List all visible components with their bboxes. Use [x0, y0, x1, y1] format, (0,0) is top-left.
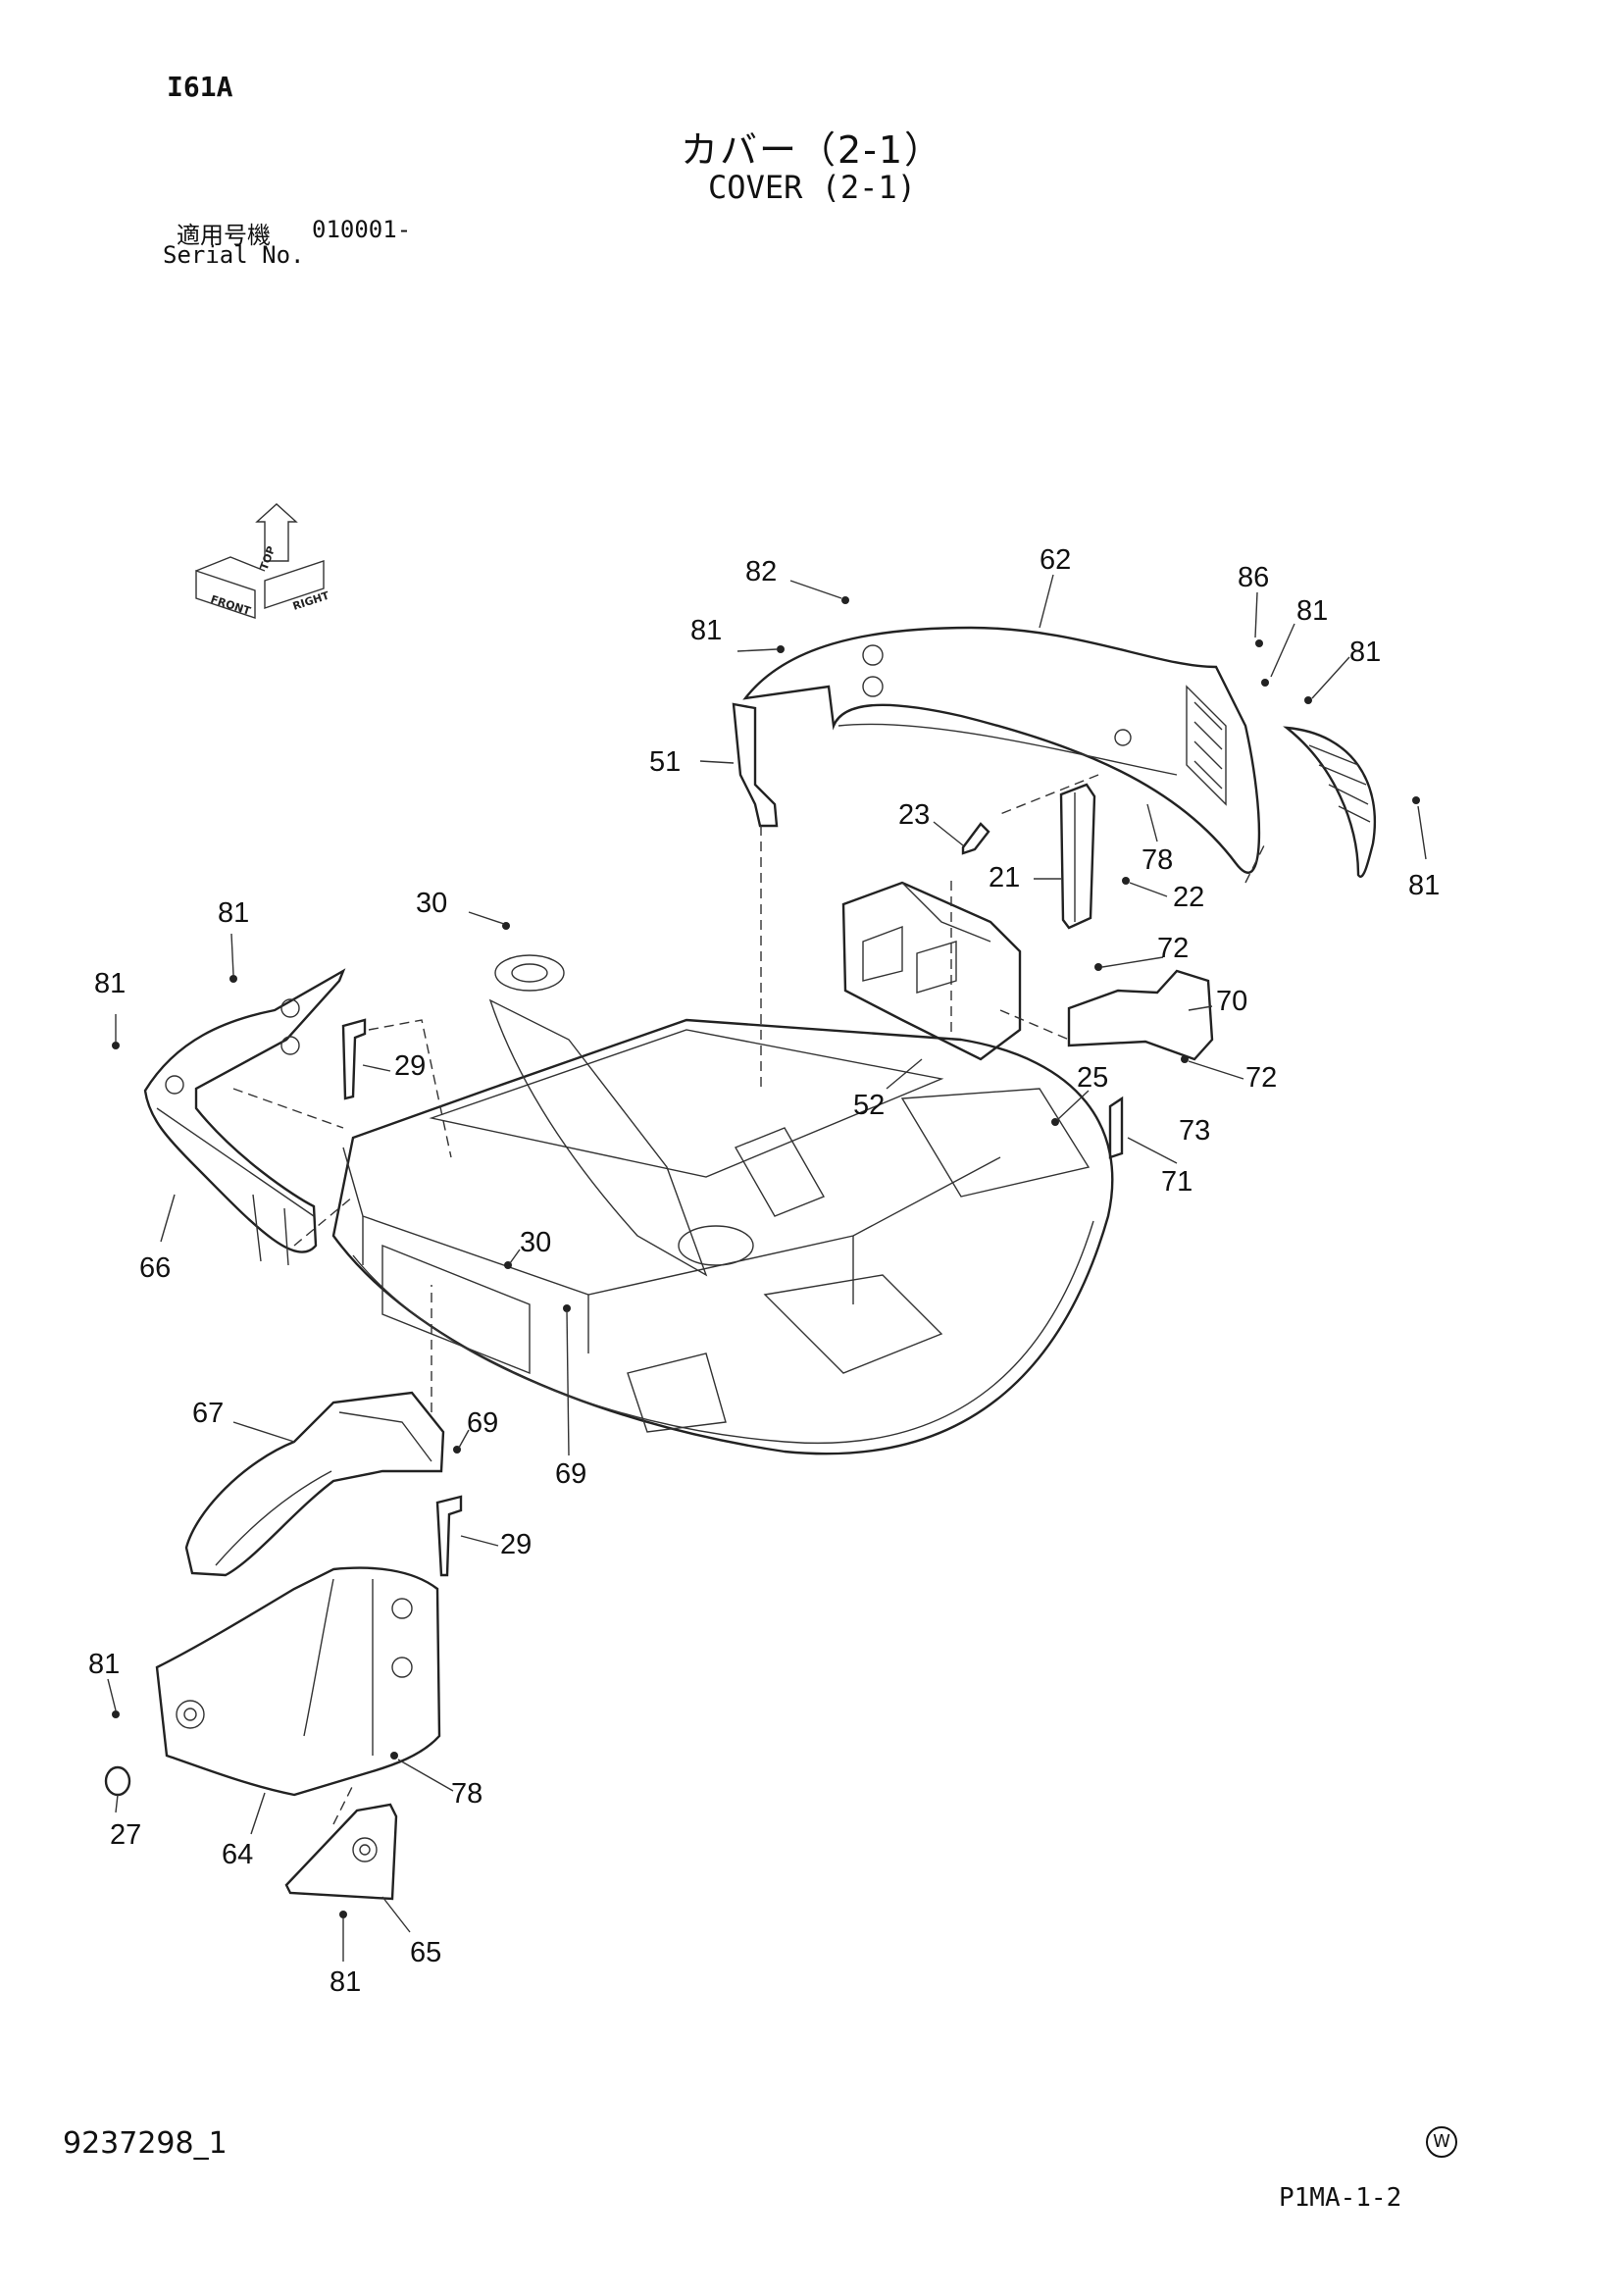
- duct-assembly: [841, 881, 1022, 1061]
- grille-cover: [1283, 726, 1377, 878]
- cover-part-65: [284, 1803, 398, 1901]
- callout-69-b: 69: [555, 1458, 586, 1490]
- title-english: COVER (2-1): [708, 169, 916, 206]
- callout-81-c: 81: [690, 615, 722, 646]
- circled-w-mark: W: [1426, 2126, 1457, 2158]
- callout-78-b: 78: [451, 1778, 482, 1810]
- callout-23: 23: [898, 799, 930, 831]
- grommet-part-27: [104, 1765, 131, 1797]
- callout-71: 71: [1161, 1166, 1193, 1198]
- callout-21: 21: [989, 862, 1020, 893]
- callout-65: 65: [410, 1937, 441, 1968]
- assembly-lines: [232, 774, 1266, 1825]
- callout-64: 64: [222, 1839, 253, 1870]
- side-cover-part-64: [155, 1566, 441, 1797]
- callout-29-a: 29: [394, 1050, 426, 1082]
- partition-part-21: [1059, 783, 1096, 930]
- side-cover-part-66: [143, 968, 346, 1266]
- callout-81-f: 81: [94, 968, 126, 999]
- bracket-part-29-upper: [341, 1018, 367, 1100]
- callout-72-b: 72: [1245, 1062, 1277, 1094]
- document-number: 9237298_1: [63, 2126, 228, 2161]
- callout-22: 22: [1173, 882, 1204, 913]
- callout-51: 51: [649, 746, 681, 778]
- serial-number-value: 010001-: [312, 216, 412, 243]
- callout-82: 82: [745, 556, 777, 587]
- callout-72-a: 72: [1157, 933, 1189, 964]
- rear-cover-part-62: [742, 626, 1261, 874]
- leader-lines: [107, 574, 1427, 1962]
- callout-81-b: 81: [1349, 637, 1381, 668]
- callout-81-d: 81: [1408, 870, 1440, 901]
- bracket-part-23: [961, 822, 990, 855]
- serial-label-english: Serial No.: [163, 241, 305, 269]
- callout-labels: 82 62 86 81 81 81 51 23 21 78 22 81 30 8…: [88, 544, 1440, 1998]
- title-japanese: カバー（2-1）: [680, 128, 944, 172]
- callout-69-a: 69: [467, 1407, 498, 1439]
- bracket-part-51: [732, 702, 779, 828]
- callout-81-g: 81: [88, 1649, 120, 1680]
- compass-front-label: FRONT: [209, 592, 252, 618]
- callout-81-h: 81: [330, 1966, 361, 1998]
- callout-66: 66: [139, 1252, 171, 1284]
- callout-78-a: 78: [1142, 844, 1173, 876]
- callout-27: 27: [110, 1819, 141, 1851]
- plate-part-71: [1108, 1096, 1124, 1159]
- bracket-part-29-lower: [435, 1495, 463, 1577]
- page-reference: P1MA-1-2: [1279, 2183, 1402, 2213]
- compass-top-label: TOP: [258, 544, 279, 572]
- callout-67: 67: [192, 1398, 224, 1429]
- callout-62: 62: [1040, 544, 1071, 576]
- callout-81-a: 81: [1296, 595, 1328, 627]
- callout-30-b: 30: [520, 1227, 551, 1258]
- callout-29-b: 29: [500, 1529, 532, 1560]
- serial-label-japanese: 適用号機: [177, 222, 271, 249]
- callout-81-e: 81: [218, 897, 249, 929]
- callout-86: 86: [1238, 562, 1269, 593]
- callout-52: 52: [853, 1090, 885, 1121]
- orientation-compass-icon: FRONT TOP RIGHT: [195, 503, 331, 619]
- upper-frame: [331, 954, 1114, 1455]
- callout-30-a: 30: [416, 888, 447, 919]
- figure-code: I61A: [167, 71, 233, 103]
- cover-plate-part-70: [1067, 969, 1214, 1061]
- callout-70: 70: [1216, 986, 1247, 1017]
- callout-73: 73: [1179, 1115, 1210, 1147]
- callout-25: 25: [1077, 1062, 1108, 1094]
- cover-part-67: [184, 1391, 445, 1577]
